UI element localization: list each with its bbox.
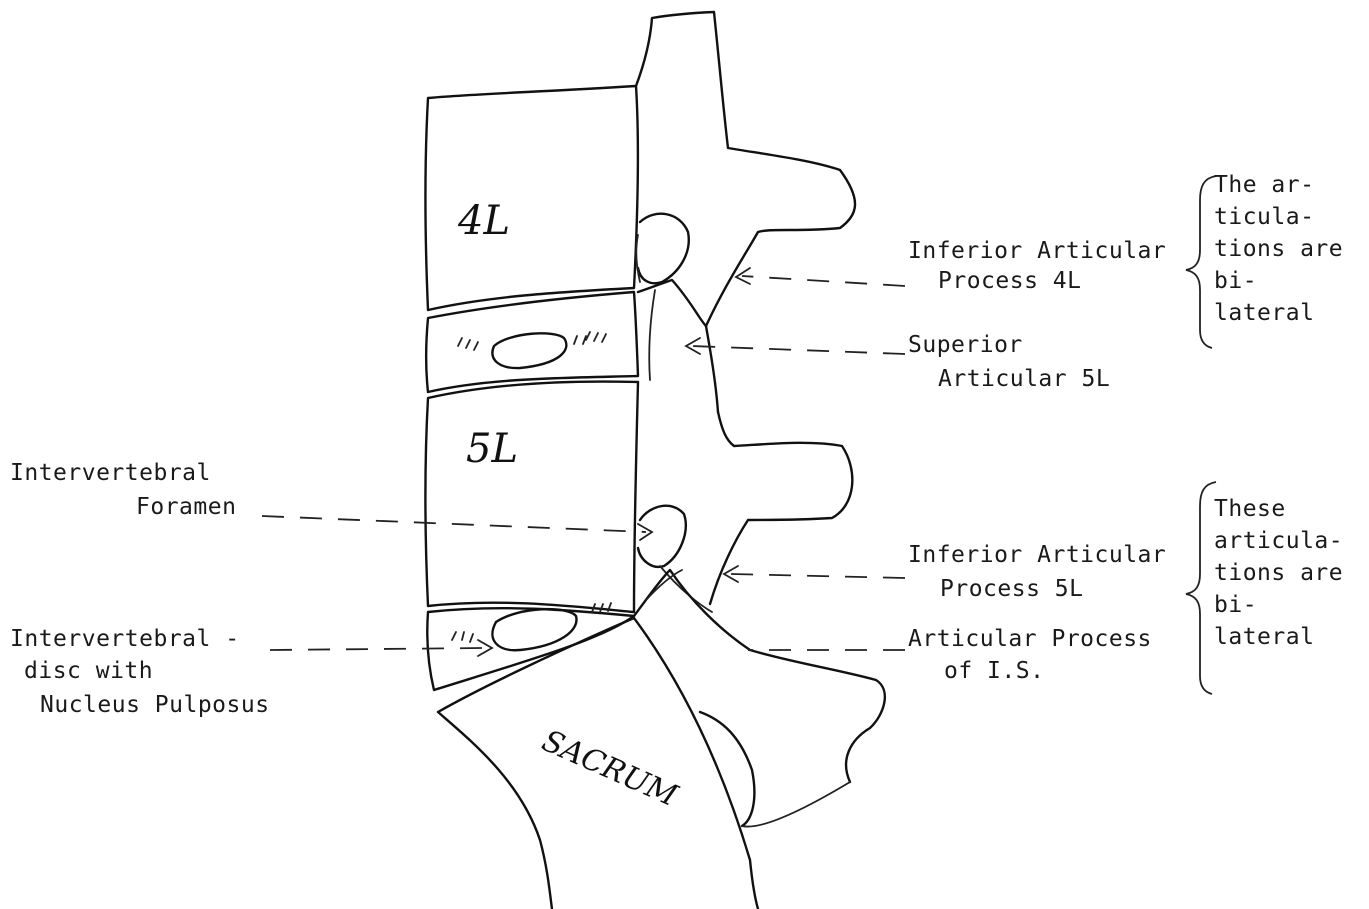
label-intervertebral-disc: Intervertebral - disc with Nucleus Pulpo…	[10, 626, 270, 718]
leader-inferior-5l	[730, 574, 905, 578]
leader-disc	[270, 648, 486, 650]
label-articular-process-is: Articular Process of I.S.	[908, 626, 1166, 684]
label-4l: 4L	[457, 198, 510, 244]
label-inferior-articular-4l: Inferior Articular Process 4L	[908, 238, 1181, 294]
lower-nucleus-pulposus	[492, 609, 576, 650]
note-upper-bilateral: The ar- ticula- tions are bi- lateral	[1214, 172, 1357, 326]
leader-inferior-4l	[742, 276, 905, 286]
label-inferior-articular-5l: Inferior Articular Process 5L	[908, 542, 1181, 602]
upper-intervertebral-disc	[426, 292, 638, 392]
leader-superior-5l	[692, 346, 905, 354]
sacral-foramen	[700, 712, 754, 826]
upper-nucleus-pulposus	[492, 333, 566, 368]
label-superior-articular-5l: Superior Articular 5L	[908, 332, 1110, 392]
upper-brace	[1186, 176, 1216, 348]
lower-brace	[1186, 482, 1216, 694]
label-intervertebral-foramen: Intervertebral Foramen	[10, 460, 236, 520]
label-sacrum: SACRUM	[537, 723, 684, 814]
label-5l: 5L	[466, 426, 518, 472]
leader-foramen	[262, 516, 646, 532]
inferior-articular-process-4l	[638, 214, 689, 284]
vertebra-5l-body	[425, 382, 638, 612]
note-lower-bilateral: These articula- tions are bi- lateral	[1214, 496, 1357, 650]
